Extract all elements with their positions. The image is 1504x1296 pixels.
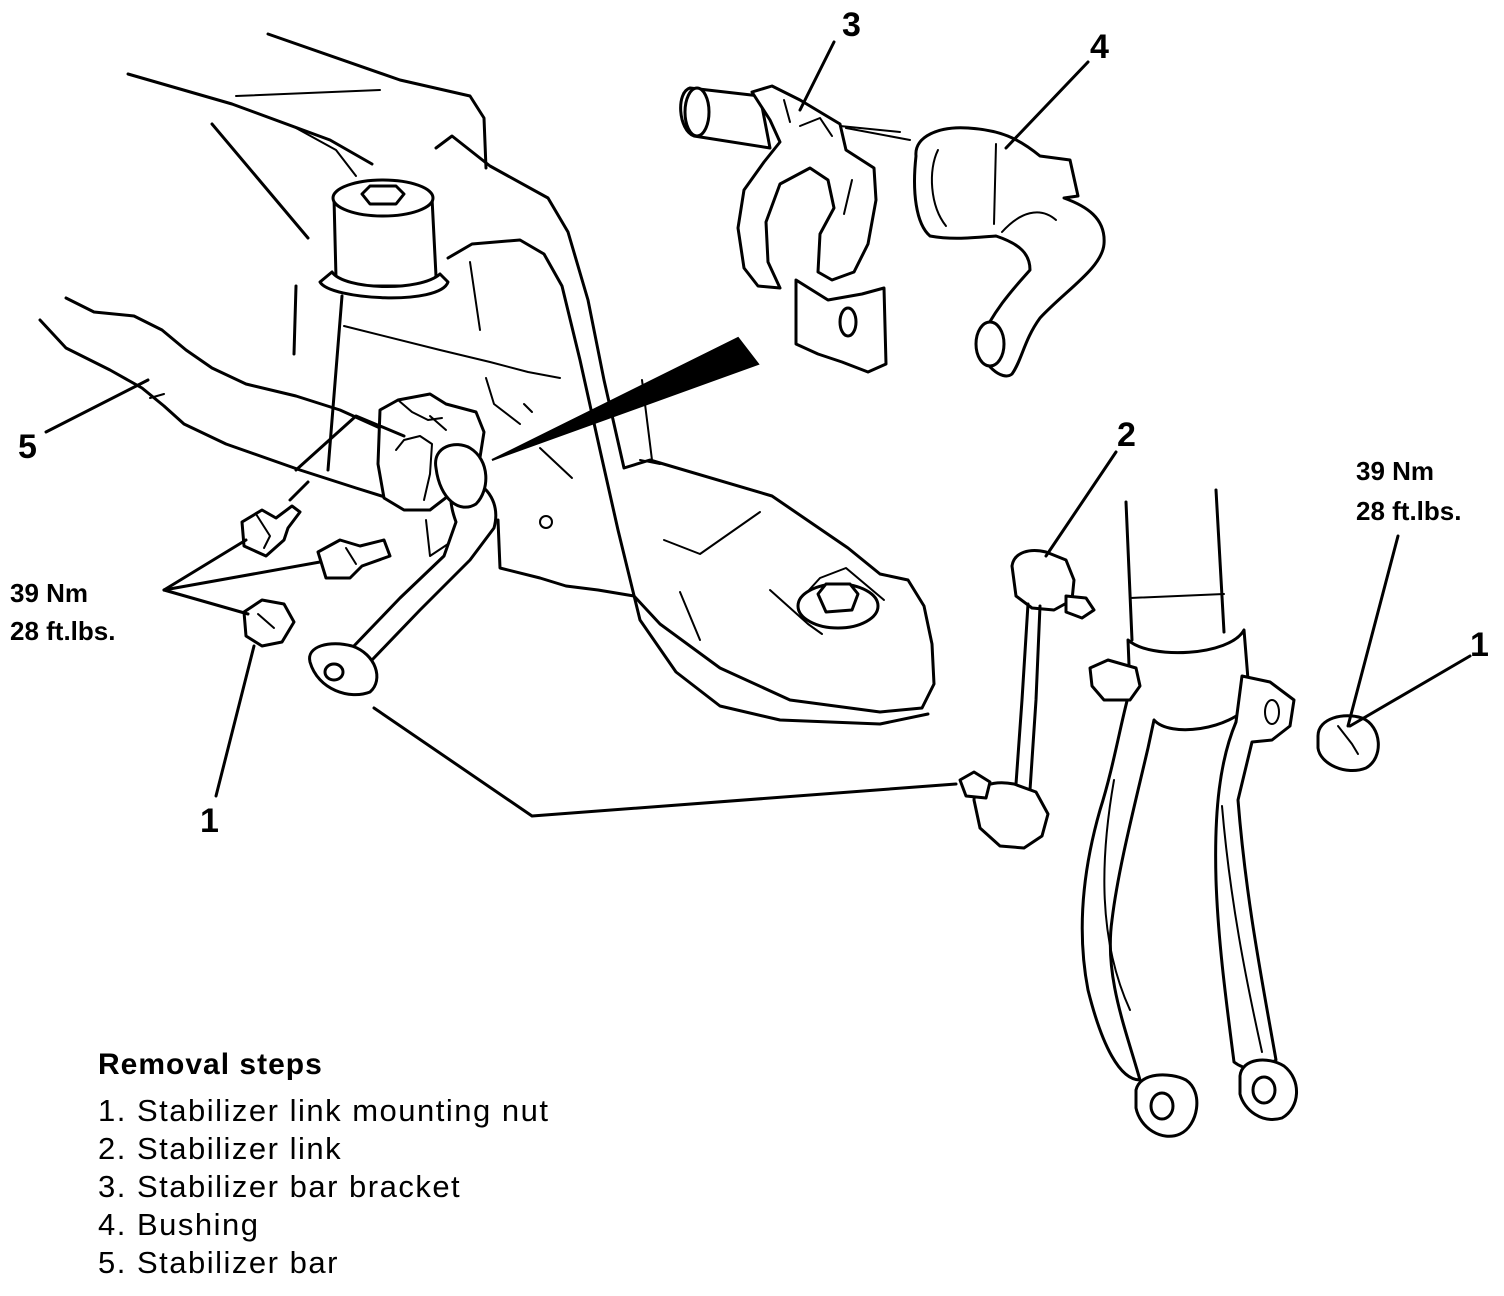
bushing	[913, 126, 1106, 378]
removal-step: 1. Stabilizer link mounting nut	[98, 1092, 698, 1130]
callout-5: 5	[18, 428, 37, 466]
link-mounting-nut-right	[1316, 714, 1380, 773]
step-number: 5.	[98, 1245, 127, 1280]
torque-left-ftlbs: 28 ft.lbs.	[10, 616, 115, 646]
stabilizer-bar-bracket	[679, 84, 911, 374]
removal-step: 2. Stabilizer link	[98, 1130, 698, 1168]
step-text: Stabilizer bar bracket	[136, 1169, 462, 1204]
removal-steps-list: 1. Stabilizer link mounting nut 2. Stabi…	[98, 1092, 698, 1282]
bracket-bolts	[240, 504, 392, 648]
removal-steps-legend: Removal steps 1. Stabilizer link mountin…	[98, 1048, 698, 1282]
callout-1-right: 1	[1470, 626, 1489, 664]
step-number: 1.	[98, 1093, 127, 1128]
step-number: 2.	[98, 1131, 127, 1166]
lower-arm-crossmember	[292, 134, 936, 726]
torque-right-nm: 39 Nm	[1356, 456, 1434, 486]
removal-step: 5. Stabilizer bar	[98, 1244, 698, 1282]
stabilizer-link	[958, 549, 1096, 850]
removal-step: 4. Bushing	[98, 1206, 698, 1244]
step-text: Stabilizer bar	[136, 1245, 339, 1280]
step-number: 4.	[98, 1207, 127, 1242]
torque-left-nm: 39 Nm	[10, 578, 88, 608]
bar-bushing-in-place	[376, 392, 488, 557]
leader-lines	[44, 40, 1472, 818]
strut-fork	[1080, 488, 1298, 1138]
step-text: Stabilizer link	[136, 1131, 343, 1166]
callout-2: 2	[1117, 416, 1136, 454]
removal-step: 3. Stabilizer bar bracket	[98, 1168, 698, 1206]
callout-3: 3	[842, 6, 861, 44]
body-frame-outline	[126, 32, 488, 240]
step-number: 3.	[98, 1169, 127, 1204]
callout-4: 4	[1090, 28, 1109, 66]
stabilizer-bar	[38, 296, 498, 697]
callout-1-left: 1	[200, 802, 219, 840]
torque-right-ftlbs: 28 ft.lbs.	[1356, 496, 1461, 526]
step-text: Stabilizer link mounting nut	[136, 1093, 550, 1128]
step-text: Bushing	[136, 1207, 260, 1242]
direction-arrow-icon	[491, 336, 760, 461]
removal-steps-title: Removal steps	[98, 1048, 323, 1081]
